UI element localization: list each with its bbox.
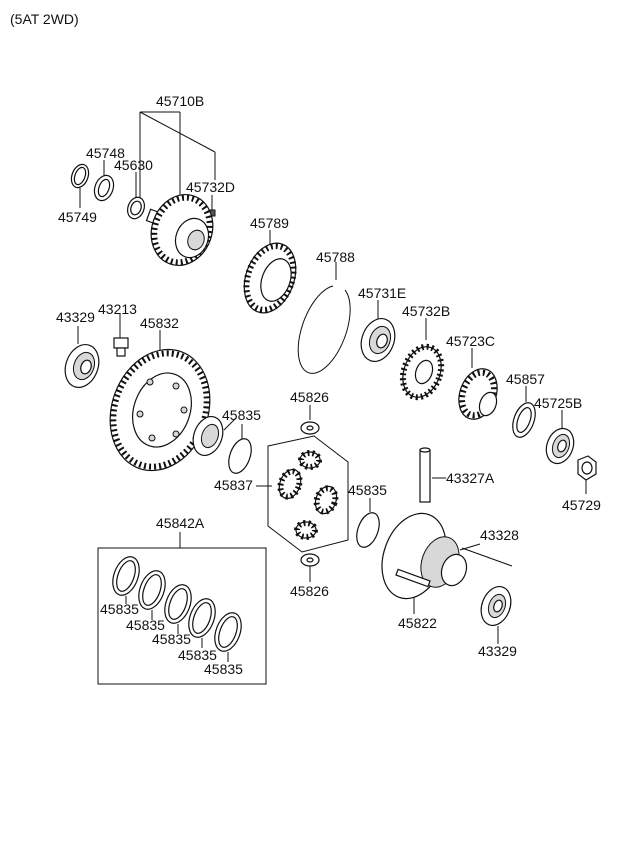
carrier-45710B — [145, 194, 214, 266]
label-kit-45835-4: 45835 — [178, 647, 217, 663]
label-45835-b: 45835 — [348, 482, 387, 498]
label-45725B: 45725B — [534, 395, 582, 411]
ring-45748 — [93, 160, 115, 202]
label-43328: 43328 — [480, 527, 519, 543]
nut-45729 — [577, 455, 597, 494]
label-45732B: 45732B — [402, 303, 450, 319]
gear-45789 — [243, 230, 297, 314]
snap-ring-45788 — [297, 262, 351, 374]
gearset-45837 — [256, 435, 349, 553]
ring-45630 — [126, 172, 146, 220]
bearing-45835-a — [192, 416, 237, 456]
bearing-43329-left — [64, 326, 100, 388]
label-45857: 45857 — [506, 371, 545, 387]
label-45788: 45788 — [316, 249, 355, 265]
washer-45857 — [512, 386, 536, 438]
shim-45835-b — [356, 498, 380, 548]
label-45732D: 45732D — [186, 179, 235, 195]
bearing-43329-right — [480, 586, 512, 644]
label-kit-45835-2: 45835 — [126, 617, 165, 633]
pin-43328 — [459, 543, 513, 567]
label-45822: 45822 — [398, 615, 437, 631]
ring-45749 — [70, 163, 90, 208]
pinion-45723C — [458, 348, 498, 420]
label-43327A: 43327A — [446, 470, 495, 486]
label-45832: 45832 — [140, 315, 179, 331]
label-45835-a: 45835 — [222, 407, 261, 423]
kit-box-45842A — [97, 532, 267, 685]
washer-45826-bottom — [300, 553, 320, 582]
label-45630: 45630 — [114, 157, 153, 173]
label-45748: 45748 — [86, 145, 125, 161]
label-45826-bottom: 45826 — [290, 583, 329, 599]
washer-45826-top — [300, 405, 320, 435]
label-kit-45835-5: 45835 — [204, 661, 243, 677]
label-45729: 45729 — [562, 497, 601, 513]
case-45822 — [381, 512, 468, 614]
label-43329-bottom: 43329 — [478, 643, 517, 659]
shim-45835-a — [228, 424, 252, 474]
label-kit-45835-1: 45835 — [100, 601, 139, 617]
plug-43213 — [113, 314, 129, 357]
label-45826-top: 45826 — [290, 389, 329, 405]
sprocket-45732B — [399, 318, 445, 401]
label-45789: 45789 — [250, 215, 289, 231]
label-45842A: 45842A — [156, 515, 205, 531]
label-kit-45835-3: 45835 — [152, 631, 191, 647]
bearing-45725B — [545, 410, 575, 465]
shaft-43327A — [419, 447, 446, 503]
label-45710B: 45710B — [156, 93, 204, 109]
label-45731E: 45731E — [358, 285, 406, 301]
header-label: (5AT 2WD) — [10, 11, 79, 27]
label-43213: 43213 — [98, 301, 137, 317]
label-45749: 45749 — [58, 209, 97, 225]
label-45723C: 45723C — [446, 333, 495, 349]
bearing-45731E — [360, 300, 396, 362]
bracket-45710B — [139, 111, 216, 206]
label-43329-top: 43329 — [56, 309, 95, 325]
ring-gear-45832 — [109, 330, 211, 472]
label-45837: 45837 — [214, 477, 253, 493]
